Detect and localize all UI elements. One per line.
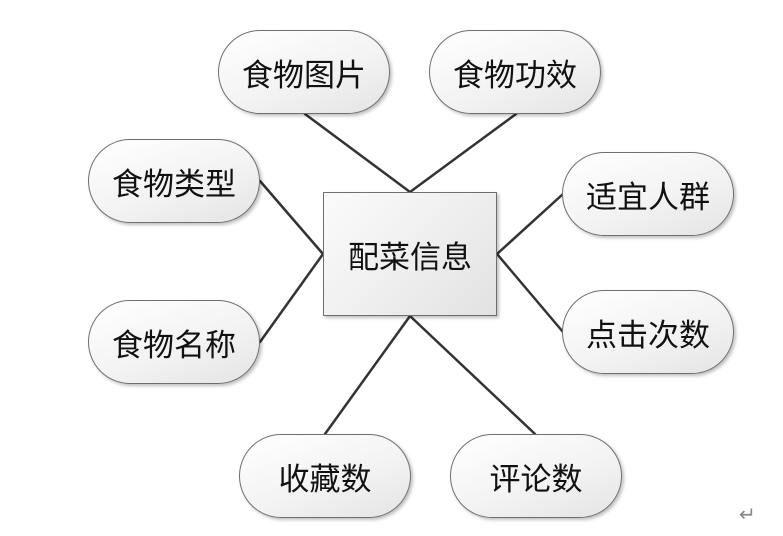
edge-clicks xyxy=(495,252,565,334)
attribute-suitable-people: 适宜人群 xyxy=(562,152,734,236)
attribute-label: 适宜人群 xyxy=(586,179,710,216)
edge-comments xyxy=(408,314,537,436)
attribute-label: 收藏数 xyxy=(278,461,372,498)
edge-suitable xyxy=(495,192,565,256)
attribute-label: 食物图片 xyxy=(242,57,366,94)
attribute-food-name: 食物名称 xyxy=(88,300,260,384)
attribute-food-effect: 食物功效 xyxy=(429,30,601,114)
attribute-comment-count: 评论数 xyxy=(450,434,622,518)
edge-effect xyxy=(408,112,518,194)
attribute-label: 食物名称 xyxy=(112,327,236,364)
attribute-label: 食物功效 xyxy=(453,57,577,94)
attribute-favorite-count: 收藏数 xyxy=(239,434,411,518)
attribute-food-type: 食物类型 xyxy=(88,139,260,223)
edge-name xyxy=(258,252,325,344)
attribute-label: 点击次数 xyxy=(586,317,710,354)
edge-image xyxy=(303,112,412,194)
entity-label: 配菜信息 xyxy=(348,239,472,276)
paragraph-return-icon: ↵ xyxy=(739,502,756,526)
attribute-food-image: 食物图片 xyxy=(218,30,390,114)
edge-favorites xyxy=(323,314,412,436)
entity-box-center: 配菜信息 xyxy=(323,192,497,316)
attribute-label: 食物类型 xyxy=(112,166,236,203)
attribute-label: 评论数 xyxy=(489,461,583,498)
edge-type xyxy=(258,179,325,256)
attribute-click-count: 点击次数 xyxy=(562,290,734,374)
